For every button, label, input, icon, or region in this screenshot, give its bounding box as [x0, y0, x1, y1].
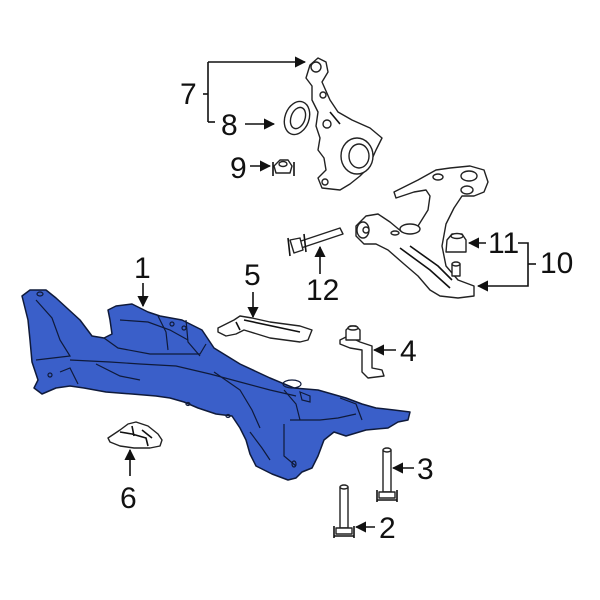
callout-3[interactable]: 3 [417, 453, 434, 486]
callout-12[interactable]: 12 [306, 274, 339, 307]
callout-4[interactable]: 4 [400, 335, 417, 368]
lower-control-arm[interactable] [355, 165, 489, 299]
brace[interactable] [217, 315, 313, 343]
callout-7[interactable]: 7 [180, 78, 197, 111]
leader-10 [476, 242, 536, 292]
callout-6[interactable]: 6 [120, 482, 137, 515]
bracket[interactable] [339, 325, 385, 379]
leader-7 [203, 56, 307, 122]
bushing[interactable] [445, 232, 467, 253]
callout-1[interactable]: 1 [134, 252, 151, 285]
mount-insulator[interactable] [107, 421, 163, 449]
callout-11[interactable]: 11 [488, 227, 519, 260]
seal[interactable] [280, 98, 314, 138]
crossmember[interactable] [21, 289, 411, 481]
callout-8[interactable]: 8 [221, 109, 238, 142]
bolt-2[interactable] [333, 484, 355, 538]
callout-9[interactable]: 9 [230, 152, 247, 185]
steering-knuckle[interactable] [305, 57, 383, 191]
callout-2[interactable]: 2 [379, 512, 396, 545]
bolt-12[interactable] [287, 227, 344, 257]
callout-10[interactable]: 10 [540, 247, 573, 280]
bolt-3[interactable] [376, 447, 398, 502]
nut[interactable] [272, 159, 295, 176]
callout-5[interactable]: 5 [244, 259, 261, 292]
